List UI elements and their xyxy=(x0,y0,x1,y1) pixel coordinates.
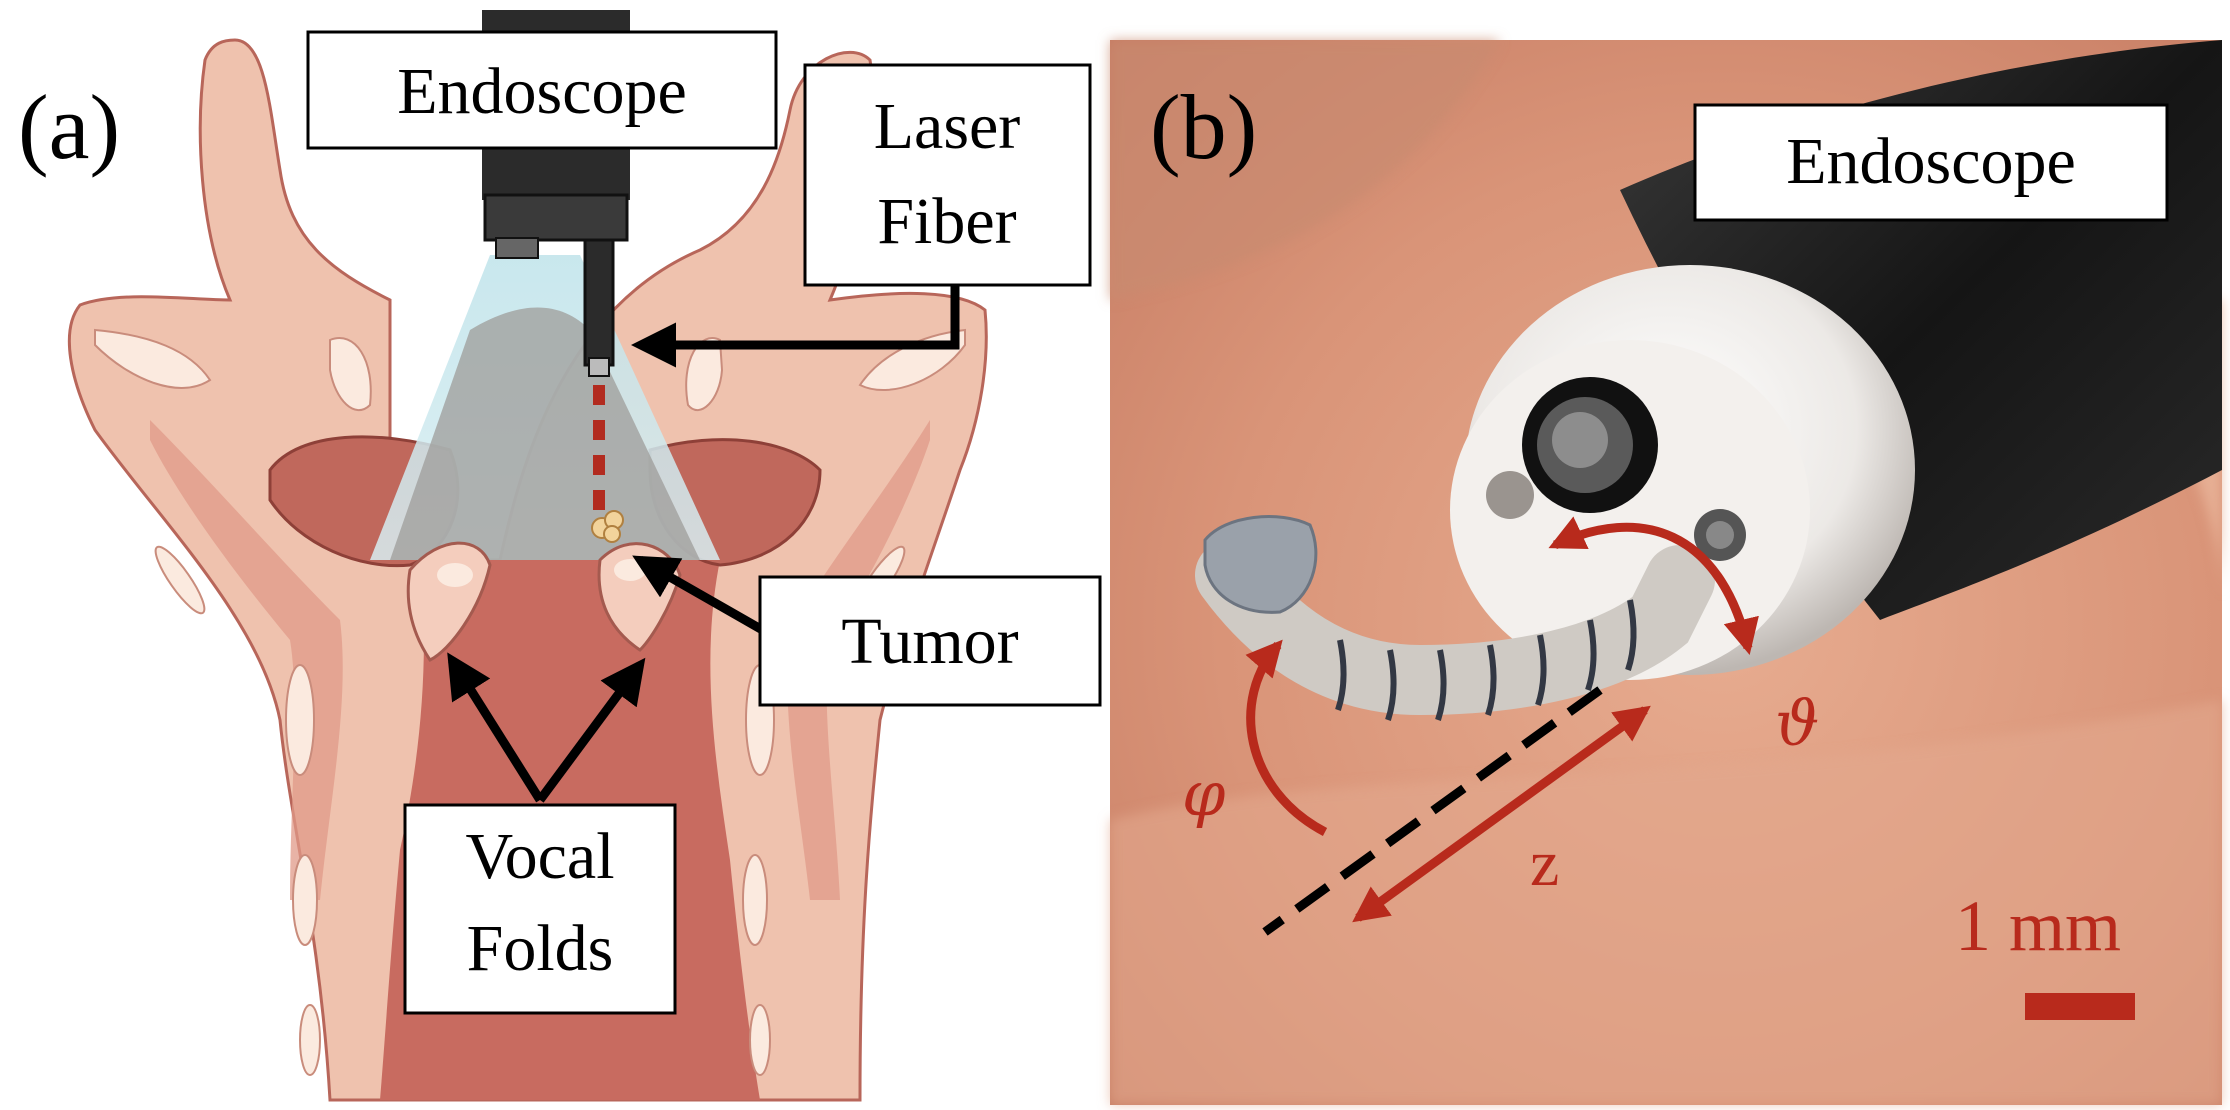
vocal-folds-label-box xyxy=(403,803,677,1015)
tumor xyxy=(591,510,624,543)
tumor-label: Tumor xyxy=(841,605,1018,678)
laser-label-line2: Fiber xyxy=(877,185,1016,258)
light-port-1 xyxy=(1486,471,1534,519)
z-arrow xyxy=(1352,705,1651,923)
endoscope-cap xyxy=(1450,265,1915,680)
z-label: z xyxy=(1530,827,1559,900)
laser-fiber xyxy=(583,238,615,367)
endoscope-tip xyxy=(483,193,629,242)
tumor-label-box xyxy=(758,575,1102,707)
laser-beam xyxy=(593,385,605,510)
vocal-label-line2: Folds xyxy=(467,912,614,985)
left-fold-tissue xyxy=(150,420,343,900)
endoscope-b-label-box xyxy=(1693,103,2169,222)
shadow-region xyxy=(390,307,700,560)
laser-arrow xyxy=(631,280,960,368)
right-fold-tissue xyxy=(787,420,930,900)
phi-arrow xyxy=(1245,639,1328,836)
theta-symbol: ϑ xyxy=(1775,687,1819,760)
panel-b-label: (b) xyxy=(1150,76,1257,178)
endoscope-label: Endoscope xyxy=(397,55,687,128)
scale-label: 1 mm xyxy=(1955,886,2121,966)
laser-label-line1: Laser xyxy=(874,90,1021,163)
tumor-arrow xyxy=(632,555,783,644)
vocal-arrow-right xyxy=(536,657,646,803)
left-fold-highlight xyxy=(437,563,473,587)
laser-fiber-label-box xyxy=(803,63,1092,287)
theta-arrow xyxy=(1548,516,1759,656)
endoscope-b-label: Endoscope xyxy=(1786,125,2076,198)
phi-symbol: φ xyxy=(1182,757,1226,830)
vocal-label-line1: Vocal xyxy=(465,820,614,893)
panel-a-label: (a) xyxy=(18,76,120,178)
vocal-arrow-left xyxy=(447,652,544,803)
robot-tip xyxy=(1203,515,1318,614)
laser-fiber-tip xyxy=(588,357,610,377)
scale-bar xyxy=(2025,993,2135,1020)
endoscope-label-box xyxy=(306,30,778,150)
panel-a: Endoscope Laser Fiber Tumor Vocal Folds … xyxy=(18,10,1102,1102)
endoscope-lens xyxy=(495,237,539,259)
panel-b: ϑ φ z 1 mm Endoscope (b) xyxy=(1110,40,2222,1105)
